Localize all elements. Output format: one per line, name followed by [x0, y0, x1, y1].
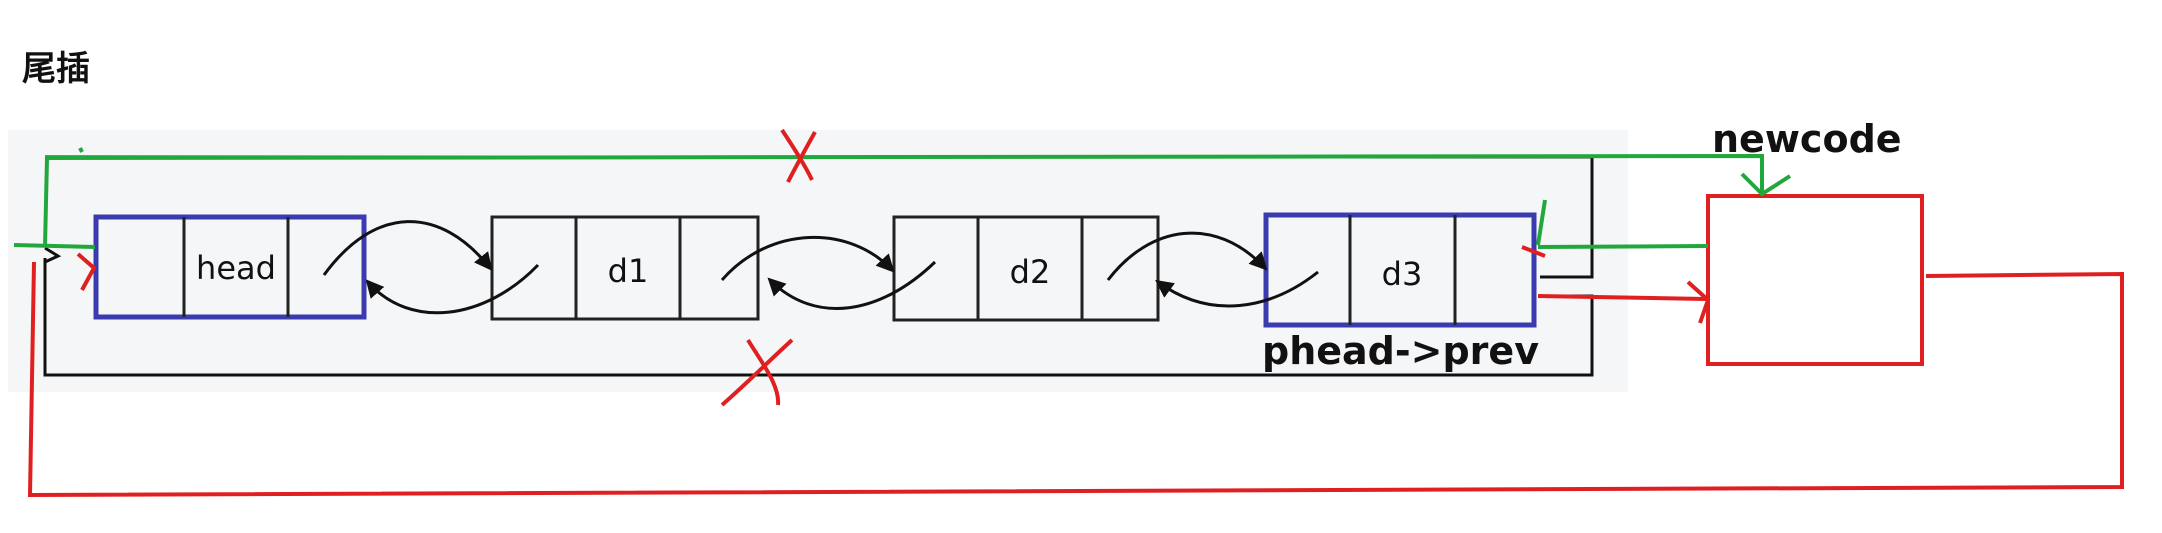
green-link-newnode-to-d3 — [1537, 244, 1709, 249]
cut-mark-top — [780, 128, 817, 183]
link-d3-prev — [1155, 270, 1319, 308]
link-d2-prev — [767, 260, 937, 310]
red-link-newnode-to-head — [27, 261, 2124, 498]
newcode-label: newcode — [1712, 117, 1902, 161]
title: 尾插 — [22, 49, 90, 89]
link-head-next — [322, 220, 493, 276]
background-panel — [8, 130, 1628, 392]
node-d2-label: d2 — [1010, 253, 1051, 291]
cut-mark-top-stroke-2 — [786, 131, 817, 183]
green-link-to-head — [13, 243, 96, 249]
red-link-d3-to-newnode — [1537, 294, 1707, 301]
green-link-head-to-newnode — [43, 153, 1764, 248]
green-stroke-tick — [78, 147, 84, 153]
node-head-border — [93, 214, 367, 320]
cut-mark-top-stroke-1 — [780, 128, 814, 181]
red-arrowhead-head — [76, 252, 97, 291]
link-d1-prev — [365, 263, 540, 315]
node-d3-label: d3 — [1382, 255, 1423, 293]
cut-mark-bottom-stroke-2 — [746, 338, 781, 406]
tail-pointer-label: phead->prev — [1262, 329, 1539, 373]
new-node-box — [1706, 194, 1924, 366]
node-head-label: head — [196, 249, 276, 287]
link-d1-next — [720, 235, 895, 281]
green-arrowhead-d3 — [1536, 199, 1547, 246]
link-d2-next — [1106, 231, 1268, 281]
cut-mark-bottom — [720, 338, 794, 407]
node-head: head — [93, 214, 367, 320]
head-prev-arrowhead — [44, 246, 62, 264]
red-mark-d3-link — [1521, 245, 1546, 258]
red-arrowhead-newnode — [1686, 280, 1711, 324]
cut-mark-bottom-stroke-1 — [720, 338, 794, 407]
green-arrowhead-newnode — [1740, 172, 1792, 197]
node-d1-label: d1 — [608, 252, 649, 290]
